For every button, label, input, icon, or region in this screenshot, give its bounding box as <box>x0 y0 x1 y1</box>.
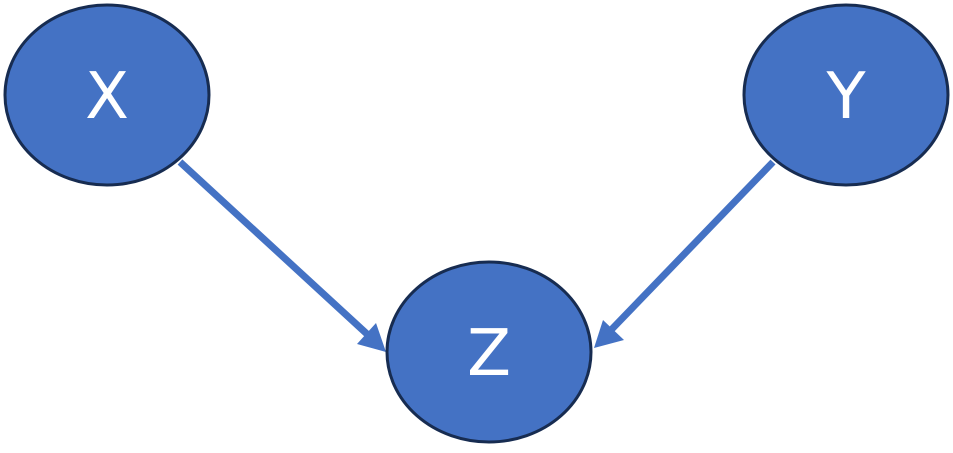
edge-x-to-z <box>177 159 386 352</box>
edge-y-to-z-arrowhead <box>594 320 624 348</box>
node-x-label: X <box>85 60 129 134</box>
node-z-ellipse <box>385 260 593 444</box>
edge-y-to-z <box>594 159 776 348</box>
node-y: Y <box>742 3 950 187</box>
node-x: X <box>3 3 211 187</box>
edge-x-to-z-arrowhead <box>357 323 386 352</box>
node-y-label: Y <box>825 60 866 134</box>
node-z-label: Z <box>467 317 511 391</box>
node-x-ellipse <box>3 3 211 187</box>
node-z: Z <box>385 260 593 444</box>
edge-x-to-z-line <box>177 159 370 337</box>
edge-y-to-z-line <box>609 159 776 332</box>
node-y-ellipse <box>742 3 950 187</box>
